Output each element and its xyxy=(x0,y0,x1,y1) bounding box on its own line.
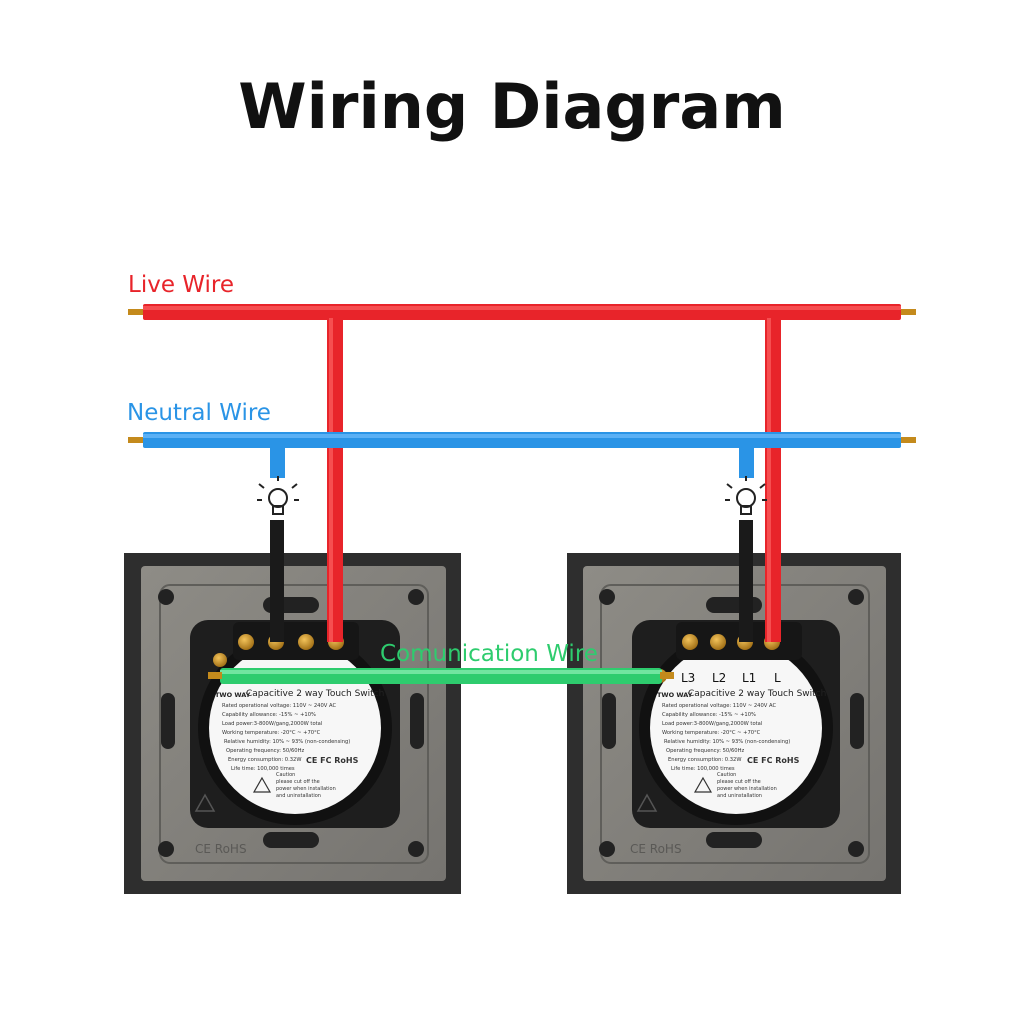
plate-marks: CE RoHS xyxy=(630,842,682,856)
spec-line: Rated operational voltage: 110V ~ 240V A… xyxy=(222,703,336,709)
wire-end-tip xyxy=(208,672,222,679)
slot-right xyxy=(850,693,864,749)
warning-icon xyxy=(252,776,272,793)
spec-line: Energy consumption: 0.32W xyxy=(668,757,741,763)
spec-line: Energy consumption: 0.32W xyxy=(228,757,301,763)
caution-line: power when installation xyxy=(717,786,777,792)
wire-end-tip xyxy=(900,437,916,443)
screw-hole xyxy=(408,589,424,605)
neutral-wire xyxy=(128,432,916,448)
screw-hole xyxy=(599,589,615,605)
spec-line: Capability allowance: -15% ~ +10% xyxy=(222,712,316,718)
terminal-screw xyxy=(238,634,254,650)
warning-icon xyxy=(636,793,658,812)
label-disc-right xyxy=(650,642,822,814)
caution-line: power when installation xyxy=(276,786,336,792)
spec-line: Operating frequency: 50/60Hz xyxy=(226,748,304,754)
switch-left: TWO WAY Capacitive 2 way Touch Switch Ra… xyxy=(124,553,461,894)
slot-bottom xyxy=(263,832,319,848)
spec-line: Relative humidity: 10% ~ 93% (non-conden… xyxy=(664,739,790,745)
wire-end-tip xyxy=(128,309,144,315)
spec-line: Operating frequency: 50/60Hz xyxy=(666,748,744,754)
plate-marks: CE RoHS xyxy=(195,842,247,856)
screw-hole xyxy=(158,589,174,605)
screw-hole xyxy=(599,841,615,857)
caution-line: and uninstallation xyxy=(276,793,321,799)
slot-top xyxy=(706,597,762,613)
terminal-screw xyxy=(710,634,726,650)
live-wire-label: Live Wire xyxy=(128,272,235,298)
screw-hole xyxy=(408,841,424,857)
spec-line: Relative humidity: 10% ~ 93% (non-conden… xyxy=(224,739,350,745)
type-badge: TWO WAY xyxy=(215,691,251,699)
live-wire xyxy=(128,304,916,320)
comm-terminal xyxy=(213,653,227,667)
terminal-screw xyxy=(682,634,698,650)
product-name: Capacitive 2 way Touch Switch xyxy=(688,689,826,699)
terminal-label-l1: L1 xyxy=(742,671,756,685)
warning-icon xyxy=(693,776,713,793)
live-drop-right xyxy=(765,318,781,642)
communication-wire-label: Comunication Wire xyxy=(380,641,598,667)
screw-hole xyxy=(158,841,174,857)
slot-left xyxy=(602,693,616,749)
terminal-label-l: L xyxy=(774,671,781,685)
terminal-label-l2: L2 xyxy=(712,671,726,685)
slot-left xyxy=(161,693,175,749)
neutral-wire-label: Neutral Wire xyxy=(127,400,271,426)
spec-line: Working temperature: -20°C ~ +70°C xyxy=(662,730,761,736)
spec-line: Life time: 100,000 times xyxy=(231,766,295,772)
page-title: Wiring Diagram xyxy=(238,70,786,143)
screw-hole xyxy=(848,589,864,605)
spec-line: Capability allowance: -15% ~ +10% xyxy=(662,712,756,718)
spec-line: Load power:3-800W/gang,2000W total xyxy=(662,721,762,727)
terminal-label-l3: L3 xyxy=(681,671,695,685)
switch-right: L3 L2 L1 L TWO WAY Capacitive 2 way Touc… xyxy=(567,553,901,894)
cert-marks: CE FC RoHS xyxy=(306,756,359,765)
slot-bottom xyxy=(706,832,762,848)
wire-end-tip xyxy=(128,437,144,443)
lightbulb-icon xyxy=(725,476,767,515)
screw-hole xyxy=(848,841,864,857)
caution-line: and uninstallation xyxy=(717,793,762,799)
caution-line: please cut off the xyxy=(717,779,761,785)
caution-line: please cut off the xyxy=(276,779,320,785)
type-badge: TWO WAY xyxy=(657,691,693,699)
caution-line: Caution xyxy=(717,772,736,778)
caution-line: Caution xyxy=(276,772,295,778)
product-name: Capacitive 2 way Touch Switch xyxy=(246,689,384,699)
lightbulb-icon xyxy=(257,476,299,515)
wire-end-tip xyxy=(660,672,674,679)
lamp-wire-right xyxy=(739,520,753,642)
label-disc-left xyxy=(209,642,381,814)
neutral-drop-left xyxy=(270,446,285,478)
cert-marks: CE FC RoHS xyxy=(747,756,800,765)
spec-line: Load power:3-800W/gang,2000W total xyxy=(222,721,322,727)
live-drop-left xyxy=(327,318,343,642)
spec-line: Working temperature: -20°C ~ +70°C xyxy=(222,730,321,736)
slot-right xyxy=(410,693,424,749)
lamp-wire-left xyxy=(270,520,284,642)
spec-line: Rated operational voltage: 110V ~ 240V A… xyxy=(662,703,776,709)
communication-wire xyxy=(208,668,674,684)
wire-end-tip xyxy=(900,309,916,315)
neutral-drop-right xyxy=(739,446,754,478)
terminal-screw xyxy=(298,634,314,650)
spec-line: Life time: 100,000 times xyxy=(671,766,735,772)
warning-icon xyxy=(194,793,216,812)
